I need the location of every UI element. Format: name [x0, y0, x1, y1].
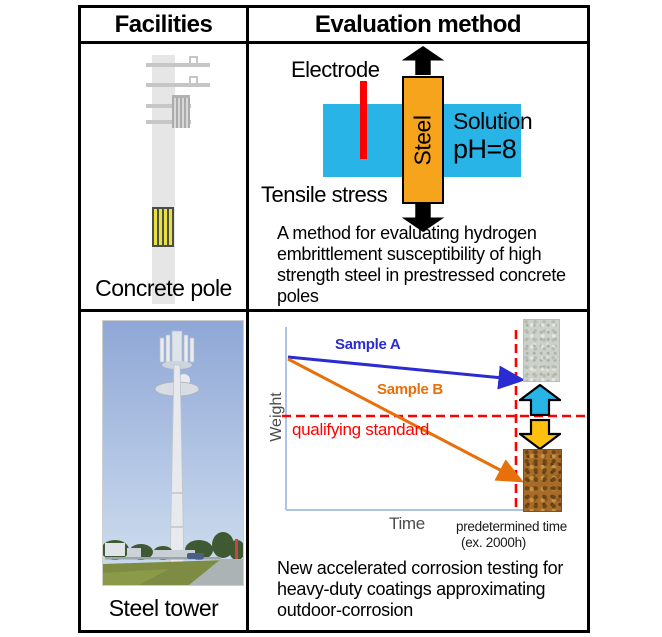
facility-label-concrete-pole: Concrete pole	[95, 275, 232, 301]
tensile-stress-label: Tensile stress	[261, 182, 388, 207]
concrete-pole-shaft	[152, 55, 175, 304]
corroded-sample-image	[523, 449, 562, 512]
electrode-bar	[360, 81, 367, 159]
pass-up-arrow-icon	[516, 383, 564, 421]
road	[189, 559, 243, 585]
crossarm-4	[146, 120, 191, 124]
fail-down-arrow-icon	[516, 418, 564, 455]
cell-method-hydrogen-test: Electrode Solution pH=8 Steel Tensile st…	[249, 44, 587, 312]
tension-up-arrow-icon	[400, 46, 446, 80]
sample-a-label: Sample A	[335, 336, 401, 353]
fence	[105, 557, 221, 560]
sign-pole	[235, 539, 238, 559]
header-evaluation-method-label: Evaluation method	[314, 10, 522, 38]
x-axis-label: Time	[389, 514, 425, 533]
corrosion-test-description: New accelerated corrosion testing for he…	[277, 558, 564, 620]
qualifying-standard-label: qualifying standard	[292, 420, 430, 439]
facility-label-steel-tower: Steel tower	[108, 595, 219, 621]
prestressed-steel-section	[152, 207, 174, 247]
steel-label: Steel	[409, 115, 436, 165]
header-facilities-label: Facilities	[114, 10, 213, 38]
hydrogen-test-description: A method for evaluating hydrogen embritt…	[277, 223, 566, 306]
weight-time-chart	[282, 327, 586, 512]
sample-a-line	[287, 355, 526, 390]
crossarm-2	[146, 83, 210, 87]
crossarm-2-insulator	[189, 76, 198, 84]
cell-method-corrosion-test: Weight Sample A Sample B qualifying stan…	[249, 312, 587, 630]
sample-b-line	[287, 357, 524, 483]
buildings	[105, 543, 195, 558]
header-facilities: Facilities	[81, 8, 249, 44]
crossarm-1	[146, 63, 210, 67]
header-evaluation-method: Evaluation method	[249, 8, 587, 44]
steel-tower-photo	[101, 320, 245, 586]
electrode-label: Electrode	[291, 57, 380, 82]
predetermined-time-caption: predetermined time	[456, 519, 567, 534]
crossarm-1-insulator	[189, 56, 198, 64]
sample-b-label: Sample B	[377, 381, 443, 398]
tension-down-arrow-icon	[400, 203, 446, 237]
predetermined-time-example: (ex. 2000h)	[461, 535, 526, 550]
intact-coating-sample-image	[523, 319, 560, 382]
steel-specimen: Steel	[402, 76, 444, 204]
facilities-evaluation-table: Facilities Evaluation method Concrete po…	[78, 5, 590, 633]
y-axis-label: Weight	[268, 392, 285, 442]
crossarm-3	[146, 104, 191, 108]
pole-equipment-box	[172, 95, 190, 128]
vehicle	[187, 553, 204, 559]
cell-facility-concrete-pole: Concrete pole	[81, 44, 249, 312]
solution-label: Solution	[453, 108, 533, 134]
cell-facility-steel-tower: Steel tower	[81, 312, 249, 630]
ph-label: pH=8	[453, 134, 517, 164]
